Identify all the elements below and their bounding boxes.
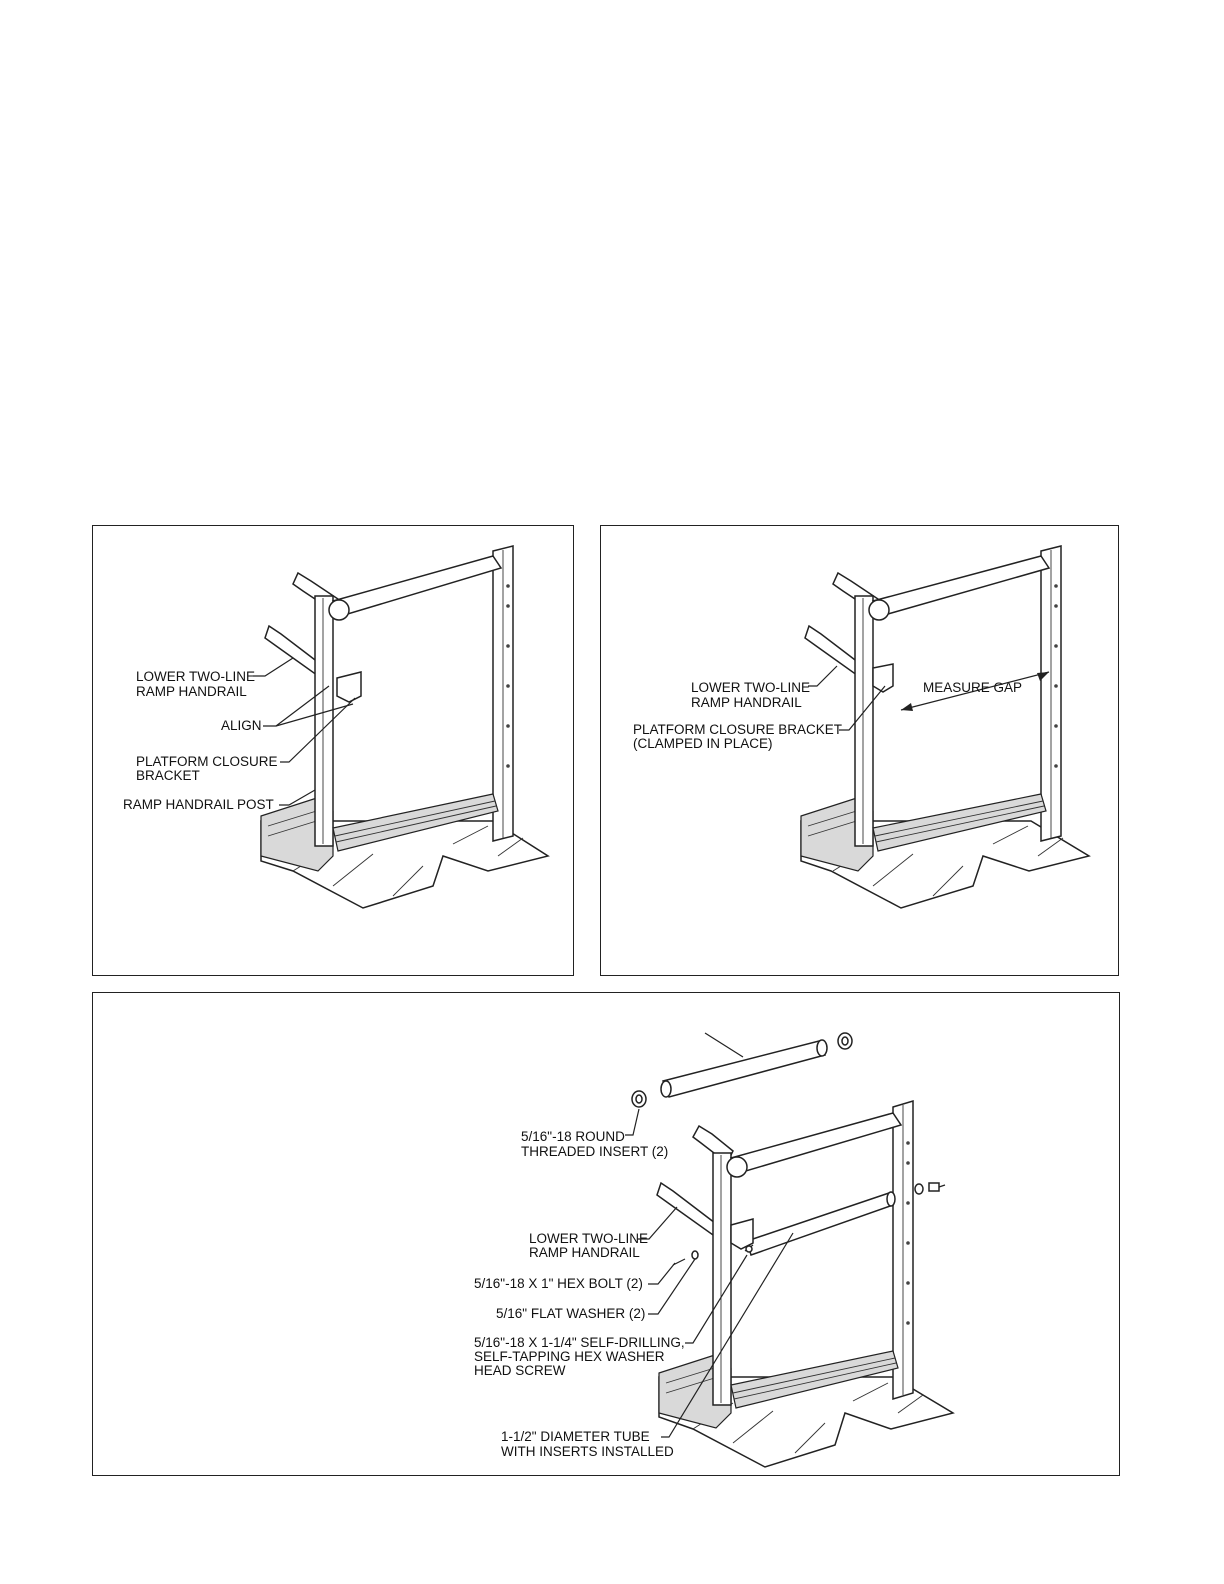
- label-closure-1: PLATFORM CLOSURE BRACKET: [633, 722, 842, 737]
- ramp-handrail-post: [314, 595, 334, 847]
- label-lower-handrail-1: LOWER TWO-LINE: [691, 680, 810, 695]
- post-holes: [506, 584, 510, 768]
- label-insert-2: THREADED INSERT (2): [521, 1144, 668, 1159]
- leader-insert: [625, 1108, 640, 1136]
- label-hex-bolt: 5/16"-18 X 1" HEX BOLT (2): [474, 1276, 643, 1291]
- lower-two-line-ramp-handrail: [656, 1181, 716, 1237]
- exploded-tube: [660, 1039, 828, 1098]
- label-insert-1: 5/16"-18 ROUND: [521, 1129, 625, 1144]
- leader-lower-handrail: [253, 657, 294, 677]
- label-flat-washer: 5/16" FLAT WASHER (2): [496, 1306, 645, 1321]
- ramp-handrail-post: [854, 595, 874, 847]
- post-holes: [906, 1141, 910, 1325]
- leader-closure: [280, 697, 356, 763]
- self-drilling-screw: [744, 1244, 754, 1253]
- leader-lower-handrail: [637, 1206, 678, 1240]
- kick-plate: [332, 793, 499, 852]
- label-lower-handrail-2: RAMP HANDRAIL: [529, 1245, 640, 1260]
- leader-screw: [685, 1254, 748, 1344]
- label-screw-3: HEAD SCREW: [474, 1363, 566, 1378]
- label-tube-1: 1-1/2" DIAMETER TUBE: [501, 1429, 650, 1444]
- top-rail: [729, 1112, 903, 1174]
- figure-2-drawing: LOWER TWO-LINE RAMP HANDRAIL MEASURE GAP…: [633, 545, 1091, 909]
- round-threaded-insert-left: [631, 1090, 647, 1108]
- label-measure-gap: MEASURE GAP: [923, 680, 1022, 695]
- label-post: RAMP HANDRAIL POST: [123, 797, 274, 812]
- hex-bolt-left: [672, 1258, 686, 1266]
- flat-washer: [691, 1250, 699, 1260]
- label-screw-2: SELF-TAPPING HEX WASHER: [474, 1349, 665, 1364]
- figure-1-drawing: LOWER TWO-LINE RAMP HANDRAIL ALIGN PLATF…: [123, 545, 550, 909]
- installed-middle-tube: [746, 1192, 894, 1256]
- leader-flat-washer: [648, 1258, 696, 1315]
- label-lower-handrail-2: RAMP HANDRAIL: [136, 684, 247, 699]
- label-lower-handrail-1: LOWER TWO-LINE: [529, 1231, 648, 1246]
- figure-install-tube: 5/16"-18 ROUND THREADED INSERT (2) LOWER…: [92, 992, 1120, 1476]
- label-lower-handrail-2: RAMP HANDRAIL: [691, 695, 802, 710]
- label-screw-1: 5/16"-18 X 1-1/4" SELF-DRILLING,: [474, 1335, 685, 1350]
- top-rail: [331, 555, 503, 617]
- label-align: ALIGN: [221, 718, 262, 733]
- top-rail: [871, 555, 1051, 617]
- label-lower-handrail-1: LOWER TWO-LINE: [136, 669, 255, 684]
- label-tube-2: WITH INSERTS INSTALLED: [501, 1444, 674, 1459]
- label-closure-1: PLATFORM CLOSURE: [136, 754, 278, 769]
- label-closure-2: (CLAMPED IN PLACE): [633, 736, 773, 751]
- leader-hex-bolt: [648, 1262, 676, 1285]
- ramp-floor: [658, 1376, 955, 1468]
- leader-closure: [839, 685, 886, 731]
- leader-post: [279, 789, 316, 806]
- platform-closure-bracket: [730, 1218, 754, 1250]
- ramp-handrail-post: [712, 1152, 732, 1406]
- leader-lower-handrail: [808, 665, 838, 687]
- label-closure-2: BRACKET: [136, 768, 200, 783]
- platform-closure-bracket: [872, 663, 894, 693]
- leader-tube: [661, 1232, 794, 1438]
- leader-align-b: [275, 703, 354, 727]
- figure-align-bracket: LOWER TWO-LINE RAMP HANDRAIL ALIGN PLATF…: [92, 525, 574, 976]
- leader-exploded-tube: [704, 1032, 744, 1058]
- post-holes: [1054, 584, 1058, 768]
- round-threaded-insert-right: [837, 1032, 853, 1050]
- figure-3-drawing: 5/16"-18 ROUND THREADED INSERT (2) LOWER…: [474, 1032, 955, 1468]
- platform-closure-bracket: [336, 671, 362, 703]
- kick-plate: [730, 1350, 899, 1409]
- measure-gap-arrow-right: [1037, 672, 1049, 681]
- measure-gap-arrow-left: [901, 703, 913, 711]
- figure-measure-gap: LOWER TWO-LINE RAMP HANDRAIL MEASURE GAP…: [600, 525, 1119, 976]
- hex-bolt-right: [914, 1182, 946, 1195]
- measure-gap-line: [900, 671, 1050, 711]
- kick-plate: [872, 793, 1047, 852]
